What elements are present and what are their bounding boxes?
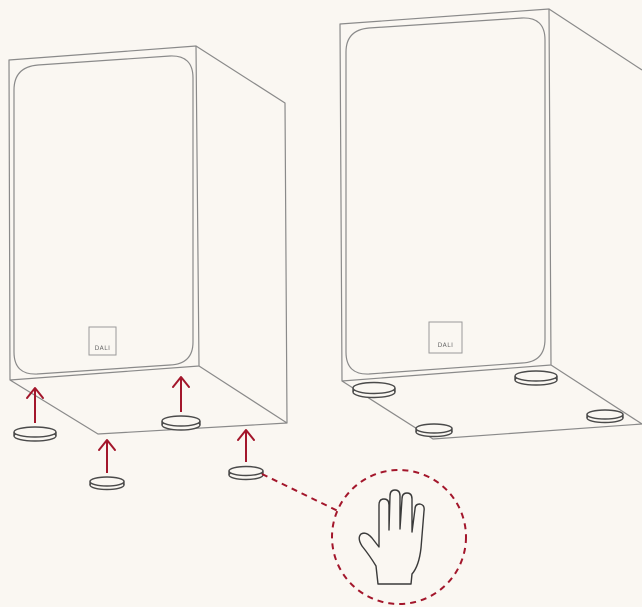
left-speaker: DALI bbox=[8, 45, 341, 513]
hand-callout bbox=[331, 469, 467, 605]
left-speaker-side bbox=[195, 45, 288, 424]
right-speaker-bottom bbox=[341, 380, 642, 440]
up-arrow-icon bbox=[26, 387, 44, 423]
foot-left-2 bbox=[89, 476, 125, 491]
foot-left-3 bbox=[161, 415, 201, 431]
right-logo-text: DALI bbox=[438, 342, 454, 349]
left-logo-text: DALI bbox=[95, 345, 111, 352]
up-arrow-icon bbox=[172, 376, 190, 412]
foot-right-1 bbox=[352, 381, 396, 399]
foot-right-4 bbox=[586, 409, 624, 424]
left-speaker-front-panel bbox=[13, 55, 194, 375]
foot-left-4 bbox=[228, 465, 264, 481]
right-speaker: DALI bbox=[339, 8, 642, 440]
foot-right-2 bbox=[514, 370, 558, 386]
right-speaker-side-bottom bbox=[550, 364, 642, 425]
right-speaker-side bbox=[548, 8, 642, 71]
up-arrow-icon bbox=[98, 439, 116, 473]
foot-right-3 bbox=[415, 423, 453, 438]
up-arrow-icon bbox=[237, 429, 255, 462]
right-speaker-logo: DALI bbox=[428, 321, 463, 354]
foot-left-1 bbox=[13, 426, 57, 442]
right-speaker-front-panel bbox=[345, 17, 546, 375]
callout-circle bbox=[331, 469, 467, 605]
left-speaker-bottom bbox=[9, 379, 288, 435]
callout-leader-line bbox=[261, 473, 341, 513]
left-speaker-logo: DALI bbox=[88, 326, 117, 356]
hand-stop-icon bbox=[358, 489, 425, 585]
